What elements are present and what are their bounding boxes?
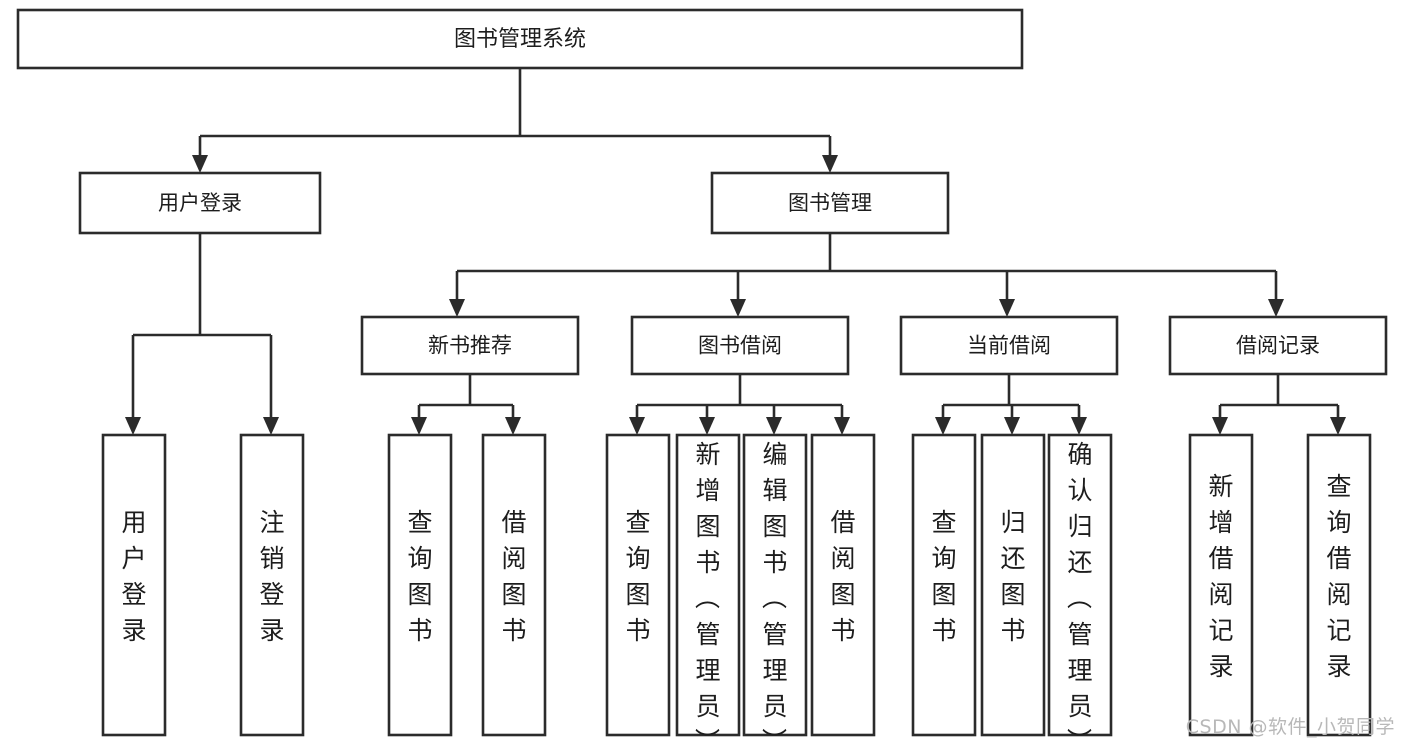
node-leaf-query-book-3-rect[interactable] <box>911 433 977 737</box>
node-leaf-edit-book-admin-label: 编辑图书（管理员） <box>762 440 788 747</box>
node-leaf-query-book-1[interactable]: 查询图书 <box>387 433 453 737</box>
node-leaf-return-book-label: 归还图书 <box>1000 508 1025 645</box>
node-new-book-recommend[interactable]: 新书推荐 <box>360 315 580 376</box>
node-leaf-logout-login-label: 注销登录 <box>259 508 284 645</box>
node-current-borrow[interactable]: 当前借阅 <box>899 315 1119 376</box>
connector-links-layer <box>125 68 1346 435</box>
group-2-to-leaf-2-arrowhead <box>1071 417 1087 435</box>
node-leaf-confirm-return-admin[interactable]: 确认归还（管理员） <box>1047 433 1113 747</box>
node-user-login-label: 用户登录 <box>158 191 242 215</box>
book-mgmt-to-child-2-arrowhead <box>999 299 1015 317</box>
node-new-book-recommend-label: 新书推荐 <box>428 334 512 358</box>
node-leaf-confirm-return-admin-rect[interactable] <box>1047 433 1113 737</box>
node-boxes-layer: 图书管理系统用户登录图书管理新书推荐图书借阅当前借阅借阅记录用户登录注销登录查询… <box>16 8 1388 747</box>
node-leaf-query-book-2-label: 查询图书 <box>625 508 650 645</box>
group-2-to-leaf-0-arrowhead <box>935 417 951 435</box>
group-2-to-leaf-1-arrowhead <box>1004 417 1020 435</box>
node-leaf-user-login[interactable]: 用户登录 <box>101 433 167 737</box>
group-3-to-leaf-0-arrowhead <box>1212 417 1228 435</box>
node-book-management[interactable]: 图书管理 <box>710 171 950 235</box>
node-root-root-rect[interactable] <box>16 8 1024 70</box>
book-mgmt-to-child-3-arrowhead <box>1268 299 1284 317</box>
node-leaf-query-borrow-record-label: 查询借阅记录 <box>1326 472 1351 681</box>
group-1-to-leaf-1-arrowhead <box>699 417 715 435</box>
node-current-borrow-rect[interactable] <box>899 315 1119 376</box>
user-login-to-leaf-0-arrowhead <box>125 417 141 435</box>
group-0-to-leaf-1-arrowhead <box>505 417 521 435</box>
group-0-to-leaf-0-arrowhead <box>411 417 427 435</box>
group-1-to-leaf-3-arrowhead <box>834 417 850 435</box>
root-to-child-1-arrowhead <box>822 155 838 173</box>
group-1-to-leaf-0-arrowhead <box>629 417 645 435</box>
root-to-child-0-arrowhead <box>192 155 208 173</box>
node-book-management-label: 图书管理 <box>788 191 872 215</box>
node-leaf-user-login-rect[interactable] <box>101 433 167 737</box>
node-leaf-borrow-book-2[interactable]: 借阅图书 <box>810 433 876 737</box>
node-leaf-user-login-label: 用户登录 <box>121 508 146 645</box>
node-leaf-return-book[interactable]: 归还图书 <box>980 433 1046 737</box>
book-mgmt-to-child-0-arrowhead <box>449 299 465 317</box>
node-leaf-query-book-3-label: 查询图书 <box>931 508 956 645</box>
node-book-borrow-rect[interactable] <box>630 315 850 376</box>
node-user-login-rect[interactable] <box>78 171 322 235</box>
node-leaf-return-book-rect[interactable] <box>980 433 1046 737</box>
node-leaf-query-borrow-record-rect[interactable] <box>1306 433 1372 737</box>
group-1-to-leaf-2-arrowhead <box>766 417 782 435</box>
node-root-root-label: 图书管理系统 <box>454 27 586 52</box>
node-leaf-add-book-admin-rect[interactable] <box>675 433 741 737</box>
node-book-borrow[interactable]: 图书借阅 <box>630 315 850 376</box>
node-root-root[interactable]: 图书管理系统 <box>16 8 1024 70</box>
node-leaf-edit-book-admin[interactable]: 编辑图书（管理员） <box>742 433 808 747</box>
node-leaf-borrow-book-1-rect[interactable] <box>481 433 547 737</box>
node-borrow-record-label: 借阅记录 <box>1236 334 1320 358</box>
node-leaf-add-borrow-record[interactable]: 新增借阅记录 <box>1188 433 1254 737</box>
node-user-login[interactable]: 用户登录 <box>78 171 322 235</box>
node-leaf-confirm-return-admin-label: 确认归还（管理员） <box>1067 440 1093 747</box>
node-leaf-add-borrow-record-rect[interactable] <box>1188 433 1254 737</box>
node-leaf-query-book-2[interactable]: 查询图书 <box>605 433 671 737</box>
group-3-to-leaf-1-arrowhead <box>1330 417 1346 435</box>
book-mgmt-to-child-1-arrowhead <box>730 299 746 317</box>
node-leaf-add-book-admin-label: 新增图书（管理员） <box>695 440 721 747</box>
node-borrow-record[interactable]: 借阅记录 <box>1168 315 1388 376</box>
node-leaf-logout-login-rect[interactable] <box>239 433 305 737</box>
node-leaf-add-borrow-record-label: 新增借阅记录 <box>1208 472 1233 681</box>
user-login-to-leaf-1-arrowhead <box>263 417 279 435</box>
node-leaf-borrow-book-1[interactable]: 借阅图书 <box>481 433 547 737</box>
node-leaf-query-book-3[interactable]: 查询图书 <box>911 433 977 737</box>
node-leaf-query-book-1-rect[interactable] <box>387 433 453 737</box>
node-leaf-edit-book-admin-rect[interactable] <box>742 433 808 737</box>
node-leaf-query-book-2-rect[interactable] <box>605 433 671 737</box>
node-leaf-borrow-book-1-label: 借阅图书 <box>501 508 526 645</box>
node-book-borrow-label: 图书借阅 <box>698 334 782 358</box>
node-new-book-recommend-rect[interactable] <box>360 315 580 376</box>
node-leaf-query-book-1-label: 查询图书 <box>407 508 432 645</box>
node-current-borrow-label: 当前借阅 <box>967 334 1051 358</box>
node-leaf-query-borrow-record[interactable]: 查询借阅记录 <box>1306 433 1372 737</box>
node-borrow-record-rect[interactable] <box>1168 315 1388 376</box>
node-leaf-borrow-book-2-rect[interactable] <box>810 433 876 737</box>
node-leaf-add-book-admin[interactable]: 新增图书（管理员） <box>675 433 741 747</box>
node-book-management-rect[interactable] <box>710 171 950 235</box>
node-leaf-logout-login[interactable]: 注销登录 <box>239 433 305 737</box>
node-leaf-borrow-book-2-label: 借阅图书 <box>830 508 855 645</box>
